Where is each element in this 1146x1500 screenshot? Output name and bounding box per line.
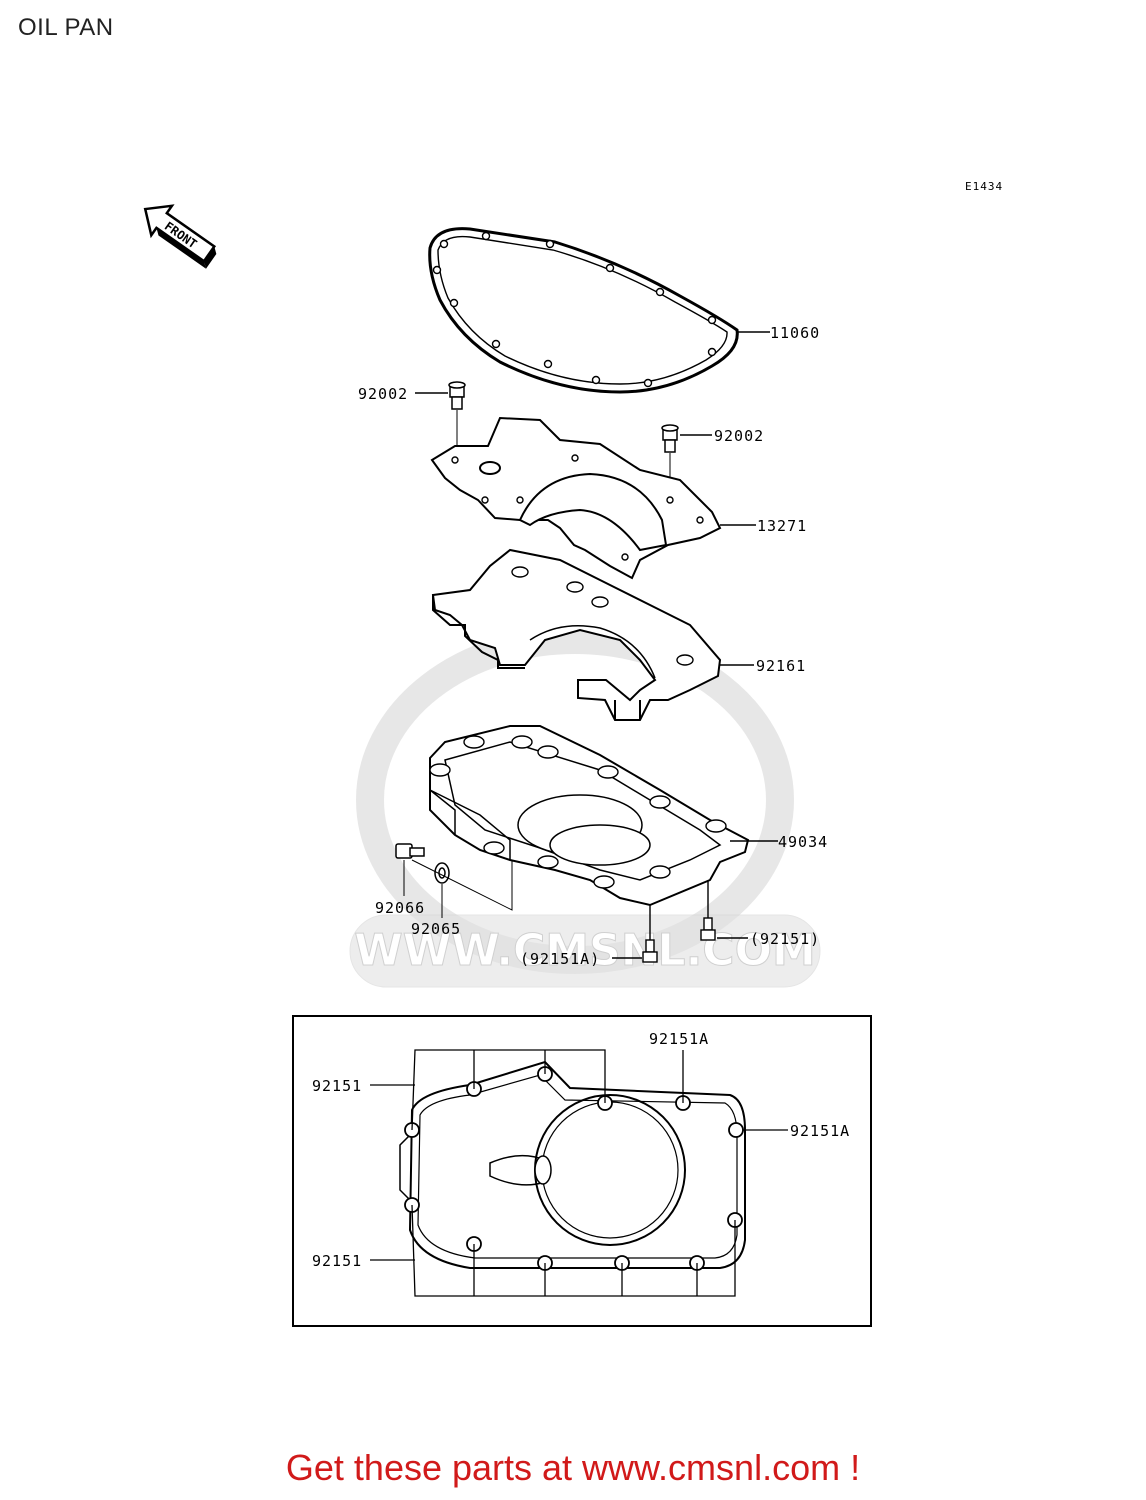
detail-top-right-callout: 92151A [649,1030,709,1048]
gasket-callout: 11060 [770,324,820,342]
detail-leaders [370,1049,788,1297]
detail-right-callout: 92151A [790,1122,850,1140]
drain-plug-callout: 92066 [375,899,425,917]
oil-pan-bottom-view [399,1060,746,1271]
bolt-left-callout: 92002 [358,385,408,403]
oil-pan-callout: 49034 [778,833,828,851]
cta-link[interactable]: Get these parts at www.cmsnl.com ! [0,1447,1146,1489]
bolt-right-callout: 92002 [714,427,764,445]
detail-bottom-left-callout: 92151 [312,1252,362,1270]
detail-box [292,1015,872,1327]
spacer-callout: 92161 [756,657,806,675]
oil-pan-part [429,725,750,907]
plate-callout: 13271 [757,517,807,535]
drain-plug-icon [395,843,425,896]
spacer-part [431,548,722,721]
bolt-a-callout: (92151A) [520,950,600,968]
washer-callout: 92065 [411,920,461,938]
watermark-text: WWW.CMSNL.COM [354,925,816,976]
bolt-icon-left [448,381,466,460]
detail-top-left-callout: 92151 [312,1077,362,1095]
front-arrow-icon: FRONT [143,204,217,269]
bolt-b-icon [700,880,716,941]
cta-text[interactable]: Get these parts at www.cmsnl.com ! [285,1447,861,1488]
gasket-part [428,227,739,394]
bolt-b-callout: (92151) [750,930,820,948]
plate-part [430,416,722,580]
page-title: OIL PAN [18,14,114,41]
bolt-a-icon [642,905,658,963]
diagram-code: E1434 [965,180,1003,193]
